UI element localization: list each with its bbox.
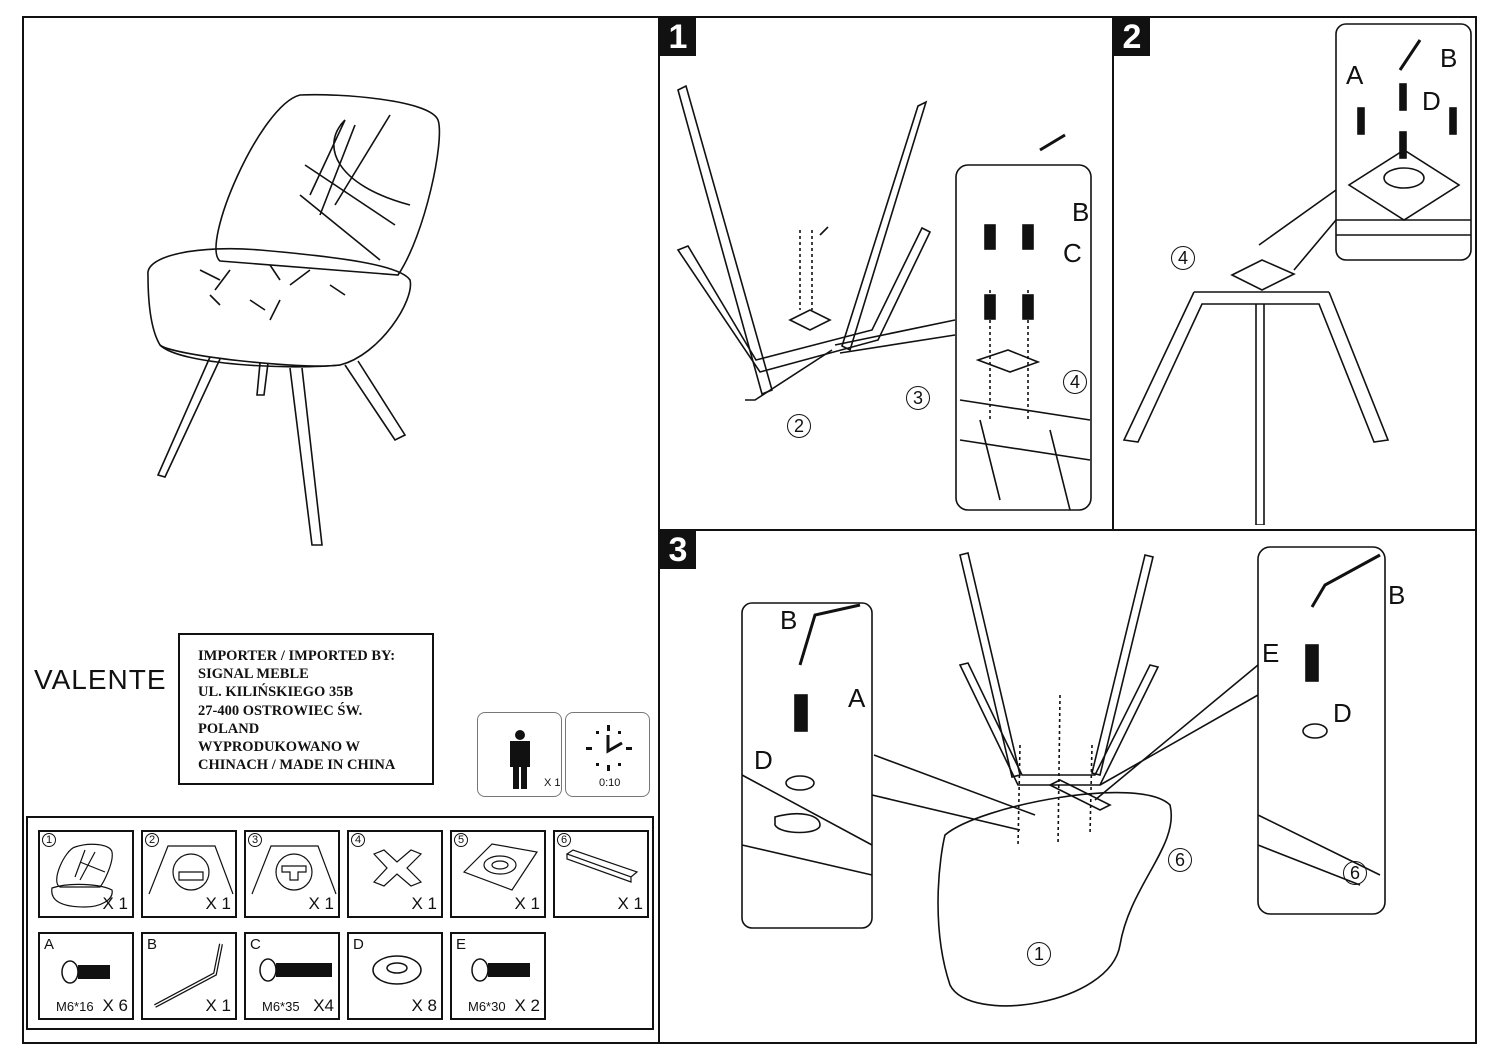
step-2-illustration — [1122, 23, 1472, 525]
hardware-letter: A — [44, 936, 55, 953]
hardware-spec: M6*30 — [468, 999, 506, 1014]
hardware-d: D X 8 — [347, 932, 443, 1020]
importer-line: SIGNAL MEBLE — [198, 666, 309, 683]
step-3-callout-a: A — [848, 683, 866, 713]
step-3-callout-b-left: B — [780, 605, 798, 635]
part-5: 5 X 1 — [450, 830, 546, 918]
hardware-quantity: X 6 — [102, 996, 128, 1015]
importer-line: IMPORTER / IMPORTED BY: — [198, 648, 396, 664]
bolt-icon — [61, 960, 110, 984]
step-3-callout-b-right: B — [1388, 580, 1406, 610]
step-3-callout-d-right: D — [1333, 698, 1352, 728]
part-number: 3 — [248, 833, 262, 847]
time-box: 0:10 — [565, 712, 650, 797]
step-1-callout-4: 4 — [1063, 370, 1087, 394]
step-3-callout-d-left: D — [754, 745, 773, 775]
step-2-callout-a: A — [1346, 60, 1364, 90]
part-2: 2 X 1 — [141, 830, 237, 918]
part-quantity: X 1 — [411, 894, 437, 913]
step-3-callout-6-main: 6 — [1168, 848, 1192, 872]
hardware-quantity: X 2 — [514, 996, 540, 1015]
step-1-callout-c: C — [1063, 238, 1082, 268]
part-number: 1 — [42, 833, 56, 847]
hardware-letter: D — [353, 936, 364, 953]
step-1-callout-2: 2 — [787, 414, 811, 438]
step-1-callout-b: B — [1072, 197, 1090, 227]
step-1-illustration — [676, 84, 1092, 511]
part-number: 4 — [351, 833, 365, 847]
importer-line: WYPRODUKOWANO W — [198, 739, 361, 756]
chair-illustration — [147, 93, 441, 546]
row-divider — [658, 529, 1477, 531]
part-6: 6 X 1 — [553, 830, 649, 918]
step-3-callout-e: E — [1262, 638, 1280, 668]
importer-line: POLAND — [198, 720, 260, 737]
part-quantity: X 1 — [617, 894, 643, 913]
hardware-spec: M6*35 — [262, 999, 300, 1014]
part-quantity: X 1 — [514, 894, 540, 913]
hardware-letter: E — [456, 936, 467, 953]
importer-box: IMPORTER / IMPORTED BY: SIGNAL MEBLE UL.… — [178, 633, 434, 785]
hardware-e: E M6*30 X 2 — [450, 932, 546, 1020]
importer-line: UL. KILIŃSKIEGO 35B — [198, 684, 354, 701]
time-value: 0:10 — [599, 777, 621, 789]
step-3-illustration — [741, 546, 1386, 1007]
hardware-c: C M6*35 X4 — [244, 932, 340, 1020]
persons-count: X 1 — [544, 777, 561, 789]
step-1-number: 1 — [660, 18, 696, 56]
step-2-callout-d: D — [1422, 86, 1441, 116]
part-number: 6 — [557, 833, 571, 847]
bolt-icon — [259, 958, 332, 982]
part-1: 1 X 1 — [38, 830, 134, 918]
importer-line: CHINACH / MADE IN CHINA — [198, 757, 396, 774]
part-quantity: X 1 — [102, 894, 128, 913]
part-4: 4 X 1 — [347, 830, 443, 918]
part-quantity: X 1 — [205, 894, 231, 913]
importer-line: 27-400 OSTROWIEC ŚW. — [198, 702, 363, 719]
parts-list: 1 X 1 2 X 1 3 X 1 4 X 1 5 X 1 6 X 1 A M6… — [26, 816, 654, 1030]
hardware-a: A M6*16 X 6 — [38, 932, 134, 1020]
washer-icon — [372, 955, 422, 985]
step-2-callout-4: 4 — [1171, 246, 1195, 270]
part-3: 3 X 1 — [244, 830, 340, 918]
step-2-callout-b: B — [1440, 43, 1458, 73]
hardware-letter: C — [250, 936, 261, 953]
hardware-quantity: X4 — [313, 996, 334, 1015]
clock-icon — [586, 725, 632, 771]
step-2-number: 2 — [1114, 18, 1150, 56]
persons-box: X 1 — [477, 712, 562, 797]
step-divider — [1112, 16, 1114, 530]
part-number: 5 — [454, 833, 468, 847]
hardware-b: B X 1 — [141, 932, 237, 1020]
hardware-letter: B — [147, 936, 158, 953]
bolt-icon — [471, 958, 530, 982]
part-quantity: X 1 — [308, 894, 334, 913]
hardware-quantity: X 1 — [205, 996, 231, 1015]
step-3-callout-6-detail: 6 — [1343, 861, 1367, 885]
hardware-quantity: X 8 — [411, 996, 437, 1015]
product-name: VALENTE — [34, 664, 167, 695]
person-icon — [510, 730, 530, 789]
hardware-spec: M6*16 — [56, 999, 94, 1014]
step-1-callout-3: 3 — [906, 386, 930, 410]
part-number: 2 — [145, 833, 159, 847]
hex-key-icon — [154, 943, 223, 1008]
step-3-number: 3 — [660, 531, 696, 569]
step-3-callout-1: 1 — [1027, 942, 1051, 966]
